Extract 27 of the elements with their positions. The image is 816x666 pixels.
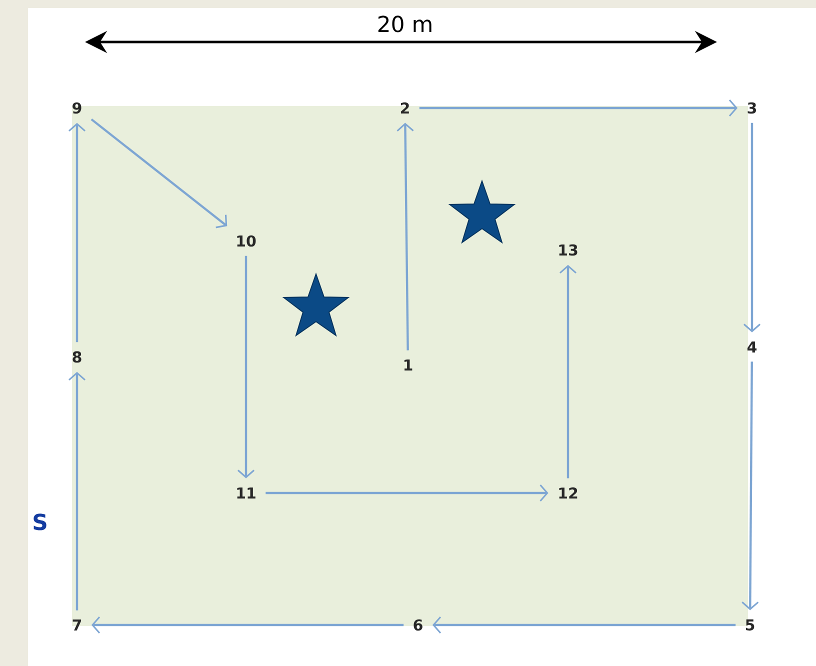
point-number: 6: [414, 619, 422, 631]
arrow: [237, 256, 255, 478]
arrow: [396, 122, 414, 350]
point-number: 5: [746, 619, 754, 631]
arrow: [266, 484, 548, 502]
side-label: S: [34, 514, 46, 530]
point-number: 8: [72, 351, 82, 363]
arrow: [90, 118, 228, 228]
arrow: [68, 122, 86, 342]
point-number: 10: [237, 235, 256, 247]
arrow: [68, 372, 86, 610]
point-number: 12: [559, 487, 578, 499]
arrow: [559, 264, 577, 478]
point-number: 7: [72, 620, 82, 630]
point-number: 13: [559, 244, 578, 256]
point-number: 4: [747, 342, 757, 352]
dimension-label: 20 m: [378, 16, 432, 32]
point-number: 2: [400, 102, 409, 114]
point-number: 1: [404, 360, 412, 370]
point-number: 3: [748, 102, 756, 114]
arrow: [91, 616, 404, 634]
arrow: [419, 99, 738, 117]
arrow: [742, 362, 759, 610]
point-number: 11: [237, 488, 256, 498]
arrow: [743, 122, 761, 332]
arrow: [432, 616, 736, 634]
point-number: 9: [72, 102, 82, 114]
